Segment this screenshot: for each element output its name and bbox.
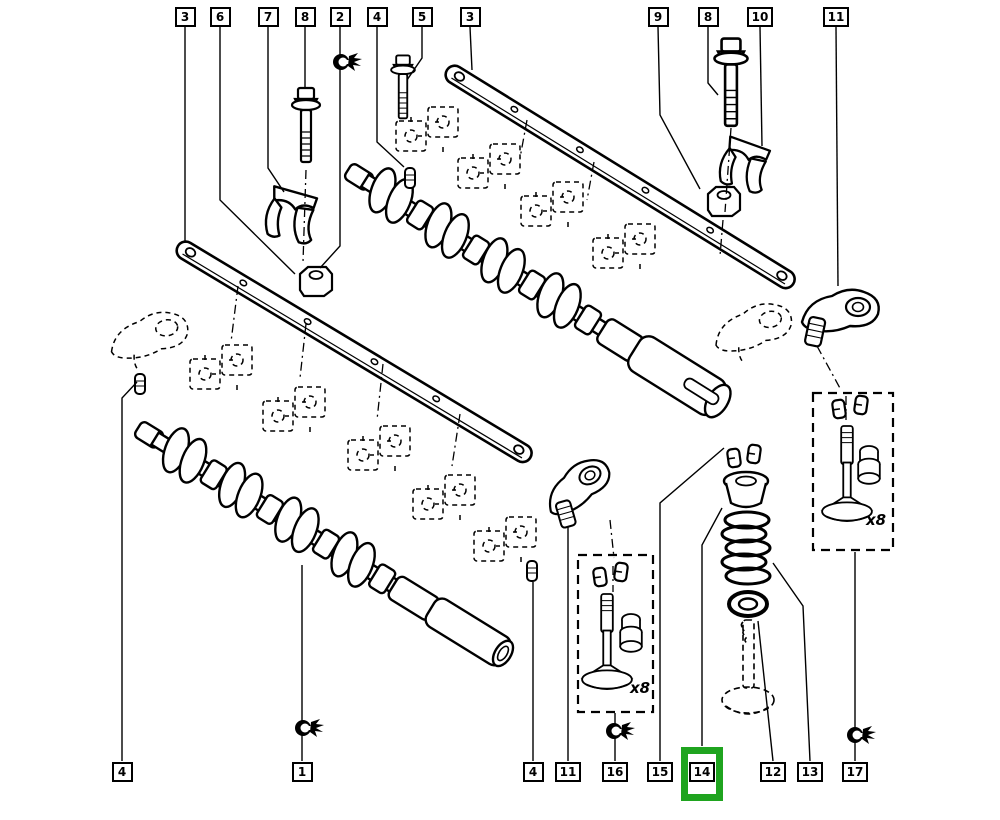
flange-bolt: [713, 37, 749, 128]
callout-box-8[interactable]: 8: [294, 7, 316, 27]
callout-box-2[interactable]: 2: [329, 7, 351, 27]
callout-box-1[interactable]: 1: [291, 762, 313, 782]
valve-collets: [725, 443, 763, 469]
callout-box-4[interactable]: 4: [522, 762, 544, 782]
valve-stem-seal: [857, 445, 881, 485]
pedestal-dashed: [457, 143, 521, 190]
valve-spring: [720, 510, 772, 586]
pedestal-dashed: [520, 181, 584, 228]
callout-box-17[interactable]: 17: [842, 762, 868, 782]
rocker-arm: [535, 451, 626, 534]
flange-bolt: [290, 86, 322, 164]
pedestal-dashed: [592, 223, 656, 270]
callout-box-12[interactable]: 12: [760, 762, 786, 782]
callout-box-8[interactable]: 8: [697, 7, 719, 27]
callout-box-6[interactable]: 6: [209, 7, 231, 27]
callout-box-5[interactable]: 5: [411, 7, 433, 27]
rocker-arm-dashed: [709, 298, 799, 368]
shaft-pedestal: [298, 265, 334, 298]
quantity-label: x8: [866, 511, 887, 529]
pedestal-dashed: [262, 386, 326, 433]
callout-box-3[interactable]: 3: [174, 7, 196, 27]
stud-pin: [526, 560, 538, 582]
pedestal-dashed: [189, 344, 253, 391]
callout-box-4[interactable]: 4: [111, 762, 133, 782]
pedestal-dashed: [412, 474, 476, 521]
stud-pin: [134, 373, 146, 395]
pedestal-dashed: [473, 516, 537, 563]
callout-box-4[interactable]: 4: [366, 7, 388, 27]
valve-ghost: [721, 619, 775, 715]
callout-box-13[interactable]: 13: [797, 762, 823, 782]
callout-box-16[interactable]: 16: [602, 762, 628, 782]
pedestal-dashed: [347, 425, 411, 472]
rocker-shaft-rail-upper: [444, 64, 796, 290]
camshaft-upper: [343, 163, 732, 419]
valve-kit-box-left: [576, 553, 655, 714]
rocker-fork: [715, 134, 773, 196]
stud-pin: [404, 167, 416, 189]
rocker-arm: [800, 288, 880, 349]
camshaft-lower: [133, 421, 515, 668]
shaft-pedestal: [706, 185, 742, 218]
valve-kit-box-right: [811, 391, 895, 552]
valve-stem-seal: [619, 613, 643, 653]
rocker-fork: [262, 184, 320, 246]
callout-box-11[interactable]: 11: [555, 762, 581, 782]
callout-box-7[interactable]: 7: [257, 7, 279, 27]
callout-box-9[interactable]: 9: [647, 7, 669, 27]
rocker-shaft-rail-lower: [175, 240, 533, 464]
callout-box-14-selected[interactable]: 14: [689, 762, 715, 782]
rocker-arm-dashed: [106, 308, 194, 375]
spring-retainer: [722, 470, 770, 509]
callout-box-15[interactable]: 15: [647, 762, 673, 782]
quantity-label: x8: [630, 679, 651, 697]
flange-bolt: [390, 54, 416, 120]
callout-box-3[interactable]: 3: [459, 7, 481, 27]
callout-box-11[interactable]: 11: [823, 7, 849, 27]
centerlines: [230, 119, 847, 592]
spring-seat: [727, 590, 769, 618]
callout-box-10[interactable]: 10: [747, 7, 773, 27]
